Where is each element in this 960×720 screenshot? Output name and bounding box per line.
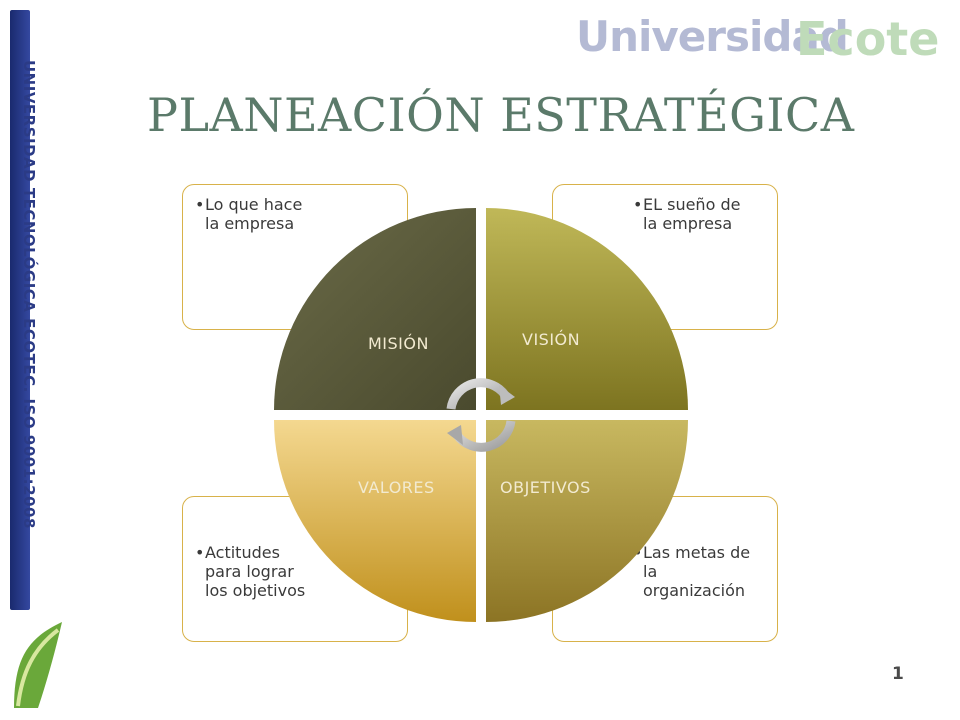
- brand-name-part2: Ecotec: [796, 12, 940, 64]
- brand-logo: Universidad Ecotec: [570, 4, 940, 64]
- vision-line-1: EL sueño de: [643, 195, 741, 214]
- leaf-logo-icon: [8, 618, 66, 710]
- valores-quadrant: [274, 420, 476, 622]
- objetivos-label: OBJETIVOS: [500, 478, 591, 497]
- valores-line-1: Actitudes: [205, 543, 280, 562]
- slide-number: 1: [892, 664, 904, 684]
- vision-description: • EL sueño de la empresa: [633, 195, 741, 233]
- mision-label: MISIÓN: [368, 334, 429, 353]
- mision-quadrant: [274, 208, 476, 410]
- cycle-arrows-icon: [446, 378, 516, 452]
- mision-line-1: Lo que hace: [205, 195, 303, 214]
- objetivos-line-1: Las metas de: [643, 543, 751, 562]
- brand-name-part1: Universidad: [576, 12, 849, 61]
- valores-line-3: los objetivos: [205, 581, 306, 600]
- mision-line-2: la empresa: [205, 214, 295, 233]
- page-title: PLANEACIÓN ESTRATÉGICA: [147, 88, 855, 142]
- vision-label: VISIÓN: [522, 330, 581, 349]
- vision-line-2: la empresa: [643, 214, 733, 233]
- valores-description: • Actitudes para lograr los objetivos: [195, 543, 306, 600]
- valores-label: VALORES: [358, 478, 435, 497]
- mision-description: • Lo que hace la empresa: [195, 195, 303, 233]
- vision-quadrant: [486, 208, 688, 410]
- objetivos-line-2: la: [643, 562, 658, 581]
- valores-line-2: para lograr: [205, 562, 294, 581]
- side-band-text: UNIVERSIDAD TECNOLÓGICA ECOTEC. ISO 9001…: [20, 60, 38, 529]
- side-band: [10, 10, 30, 610]
- objetivos-line-3: organización: [643, 581, 746, 600]
- objetivos-description: • Las metas de la organización: [633, 543, 751, 600]
- objetivos-quadrant: [486, 420, 688, 622]
